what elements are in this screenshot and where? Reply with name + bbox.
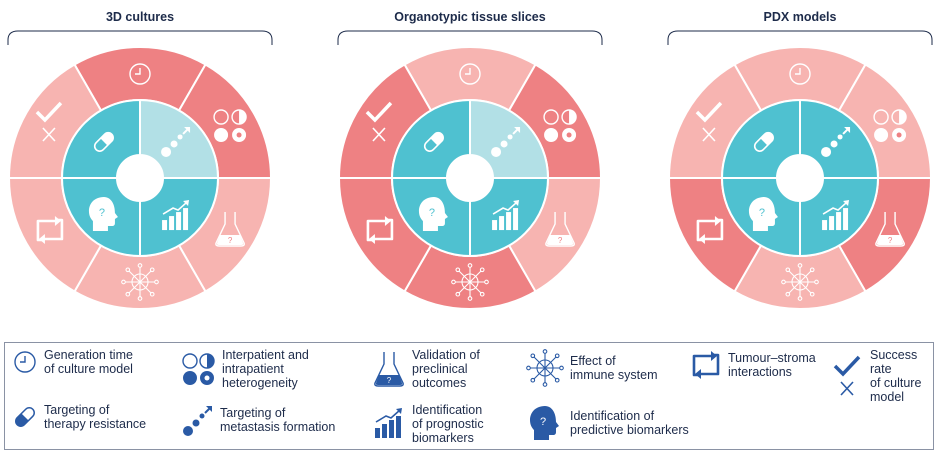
cycle-arrows-icon bbox=[692, 351, 720, 379]
heterogeneity-icon bbox=[213, 109, 247, 142]
model-bracket bbox=[7, 30, 273, 45]
legend-panel: Generation time of culture model Interpa… bbox=[4, 342, 934, 450]
check-cross-icon bbox=[35, 101, 63, 142]
legend-label: Validation of preclinical outcomes bbox=[412, 348, 480, 390]
metastasis-icon bbox=[821, 126, 851, 157]
wheel-center bbox=[118, 156, 162, 200]
svg-text:?: ? bbox=[540, 416, 546, 428]
head-question-icon: ? bbox=[530, 406, 559, 440]
svg-text:?: ? bbox=[759, 207, 765, 219]
clock-icon bbox=[14, 351, 36, 373]
flask-icon: ? bbox=[545, 212, 575, 247]
model-title: Organotypic tissue slices bbox=[394, 10, 545, 24]
heterogeneity-icon bbox=[182, 353, 215, 385]
model-title: PDX models bbox=[764, 10, 837, 24]
legend-item-generation-time: Generation time of culture model bbox=[11, 348, 133, 376]
model-wheel: 3D cultures?? bbox=[7, 10, 273, 310]
capsule-icon bbox=[93, 131, 114, 152]
svg-text:?: ? bbox=[99, 207, 105, 219]
svg-text:?: ? bbox=[228, 236, 233, 245]
cycle-arrows-icon bbox=[696, 216, 724, 244]
flask-icon: ? bbox=[374, 352, 404, 387]
bar-chart-icon bbox=[492, 200, 520, 231]
legend-item-immune-system: Effect of immune system bbox=[525, 348, 658, 388]
legend-item-prognostic: Identification of prognostic biomarkers bbox=[371, 403, 484, 445]
legend-item-therapy-resistance: Targeting of therapy resistance bbox=[11, 403, 146, 431]
immune-cell-icon bbox=[451, 263, 489, 301]
immune-cell-icon bbox=[781, 263, 819, 301]
capsule-icon bbox=[15, 407, 35, 427]
check-cross-icon bbox=[833, 355, 861, 396]
svg-text:?: ? bbox=[888, 236, 893, 245]
metastasis-icon bbox=[161, 126, 191, 157]
model-bracket bbox=[337, 30, 603, 45]
model-wheel: PDX models?? bbox=[667, 10, 933, 310]
svg-text:?: ? bbox=[558, 236, 563, 245]
bar-chart-icon bbox=[822, 200, 850, 231]
model-wheel: Organotypic tissue slices?? bbox=[337, 10, 603, 310]
legend-item-predictive: ? Identification of predictive biomarker… bbox=[525, 403, 689, 443]
clock-icon bbox=[789, 63, 811, 85]
flask-icon: ? bbox=[875, 212, 905, 247]
legend-item-success-rate: Success rate of culture model bbox=[831, 348, 933, 404]
legend-label: Targeting of therapy resistance bbox=[44, 403, 147, 431]
heterogeneity-icon bbox=[873, 109, 907, 142]
metastasis-icon bbox=[491, 126, 521, 157]
head-question-icon: ? bbox=[88, 197, 118, 232]
legend-item-tumour-stroma: Tumour–stroma interactions bbox=[689, 348, 816, 382]
clock-icon bbox=[129, 63, 151, 85]
capsule-icon bbox=[423, 131, 444, 152]
legend-label: Effect of immune system bbox=[570, 354, 658, 382]
legend-label: Targeting of metastasis formation bbox=[220, 406, 336, 434]
head-question-icon: ? bbox=[418, 197, 448, 232]
cycle-arrows-icon bbox=[366, 216, 394, 244]
legend-label: Tumour–stroma interactions bbox=[728, 351, 816, 379]
legend-label: Identification of predictive biomarkers bbox=[570, 409, 689, 437]
wheel-center bbox=[778, 156, 822, 200]
model-title: 3D cultures bbox=[106, 10, 174, 24]
heterogeneity-icon bbox=[543, 109, 577, 142]
immune-cell-icon bbox=[121, 263, 159, 301]
legend-item-heterogeneity: Interpatient and intrapatient heterogene… bbox=[181, 348, 309, 390]
immune-cell-icon bbox=[526, 349, 564, 387]
flask-icon: ? bbox=[215, 212, 245, 247]
bar-chart-icon bbox=[162, 200, 190, 231]
model-wheels: 3D cultures??Organotypic tissue slices??… bbox=[7, 10, 933, 310]
svg-text:?: ? bbox=[429, 207, 435, 219]
legend-label: Identification of prognostic biomarkers bbox=[412, 403, 484, 445]
capsule-icon bbox=[753, 131, 774, 152]
head-question-icon: ? bbox=[748, 197, 778, 232]
check-cross-icon bbox=[695, 101, 723, 142]
check-cross-icon bbox=[365, 101, 393, 142]
inner-segment-therapy-resistance bbox=[720, 98, 801, 179]
legend-item-metastasis: Targeting of metastasis formation bbox=[181, 403, 335, 437]
legend-label: Generation time of culture model bbox=[44, 348, 133, 376]
model-bracket bbox=[667, 30, 933, 45]
legend-item-validation: ? Validation of preclinical outcomes bbox=[371, 348, 480, 390]
cycle-arrows-icon bbox=[36, 216, 64, 244]
metastasis-icon bbox=[183, 406, 212, 436]
wheel-center bbox=[448, 156, 492, 200]
clock-icon bbox=[459, 63, 481, 85]
svg-text:?: ? bbox=[387, 376, 392, 385]
legend-label: Success rate of culture model bbox=[870, 348, 922, 404]
bar-chart-icon bbox=[375, 408, 402, 438]
legend-label: Interpatient and intrapatient heterogene… bbox=[222, 348, 309, 390]
